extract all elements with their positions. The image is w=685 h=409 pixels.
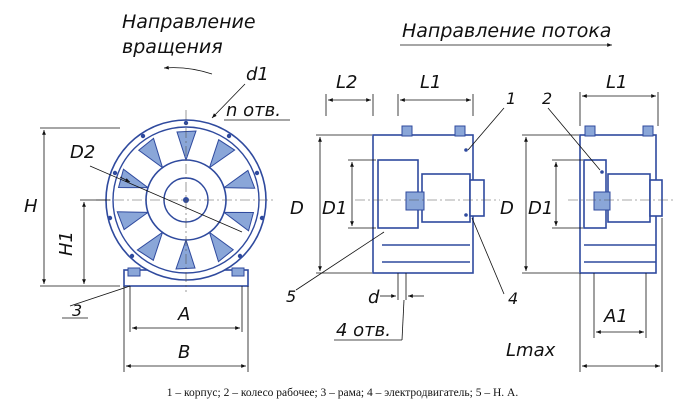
label-d: d xyxy=(368,287,380,308)
callout-4: 4 xyxy=(508,289,518,308)
label-D-right: D xyxy=(500,198,514,219)
callout-2: 2 xyxy=(542,89,552,108)
label-n-holes: n отв. xyxy=(226,100,281,121)
label-L1: L1 xyxy=(420,72,441,93)
label-A: A xyxy=(177,304,190,325)
label-L2: L2 xyxy=(336,72,357,93)
label-L1-right: L1 xyxy=(606,72,627,93)
front-view xyxy=(96,110,276,292)
label-D1-right: D1 xyxy=(528,198,553,219)
label-A1: A1 xyxy=(603,306,628,327)
callout-1: 1 xyxy=(506,89,516,108)
label-D1: D1 xyxy=(322,198,347,219)
rotation-direction-heading-line2: вращения xyxy=(122,36,223,58)
label-B: B xyxy=(178,342,190,363)
label-H1: H1 xyxy=(56,231,77,256)
label-H: H xyxy=(24,196,38,217)
rotation-arrow xyxy=(163,65,213,75)
side-view-right xyxy=(568,125,675,274)
figure-caption: 1 – корпус; 2 – колесо рабочее; 3 – рама… xyxy=(166,387,519,399)
label-D2: D2 xyxy=(70,142,95,163)
label-d1: d1 xyxy=(246,64,269,85)
side-view-middle xyxy=(355,125,500,274)
label-four-holes: 4 отв. xyxy=(336,320,391,341)
label-Lmax: Lmax xyxy=(506,340,556,361)
callout-5: 5 xyxy=(286,287,296,306)
rotation-direction-heading-line1: Направление xyxy=(122,11,256,33)
label-D: D xyxy=(290,198,304,219)
flow-direction-heading: Направление потока xyxy=(402,20,611,42)
callout-3: 3 xyxy=(72,301,82,320)
